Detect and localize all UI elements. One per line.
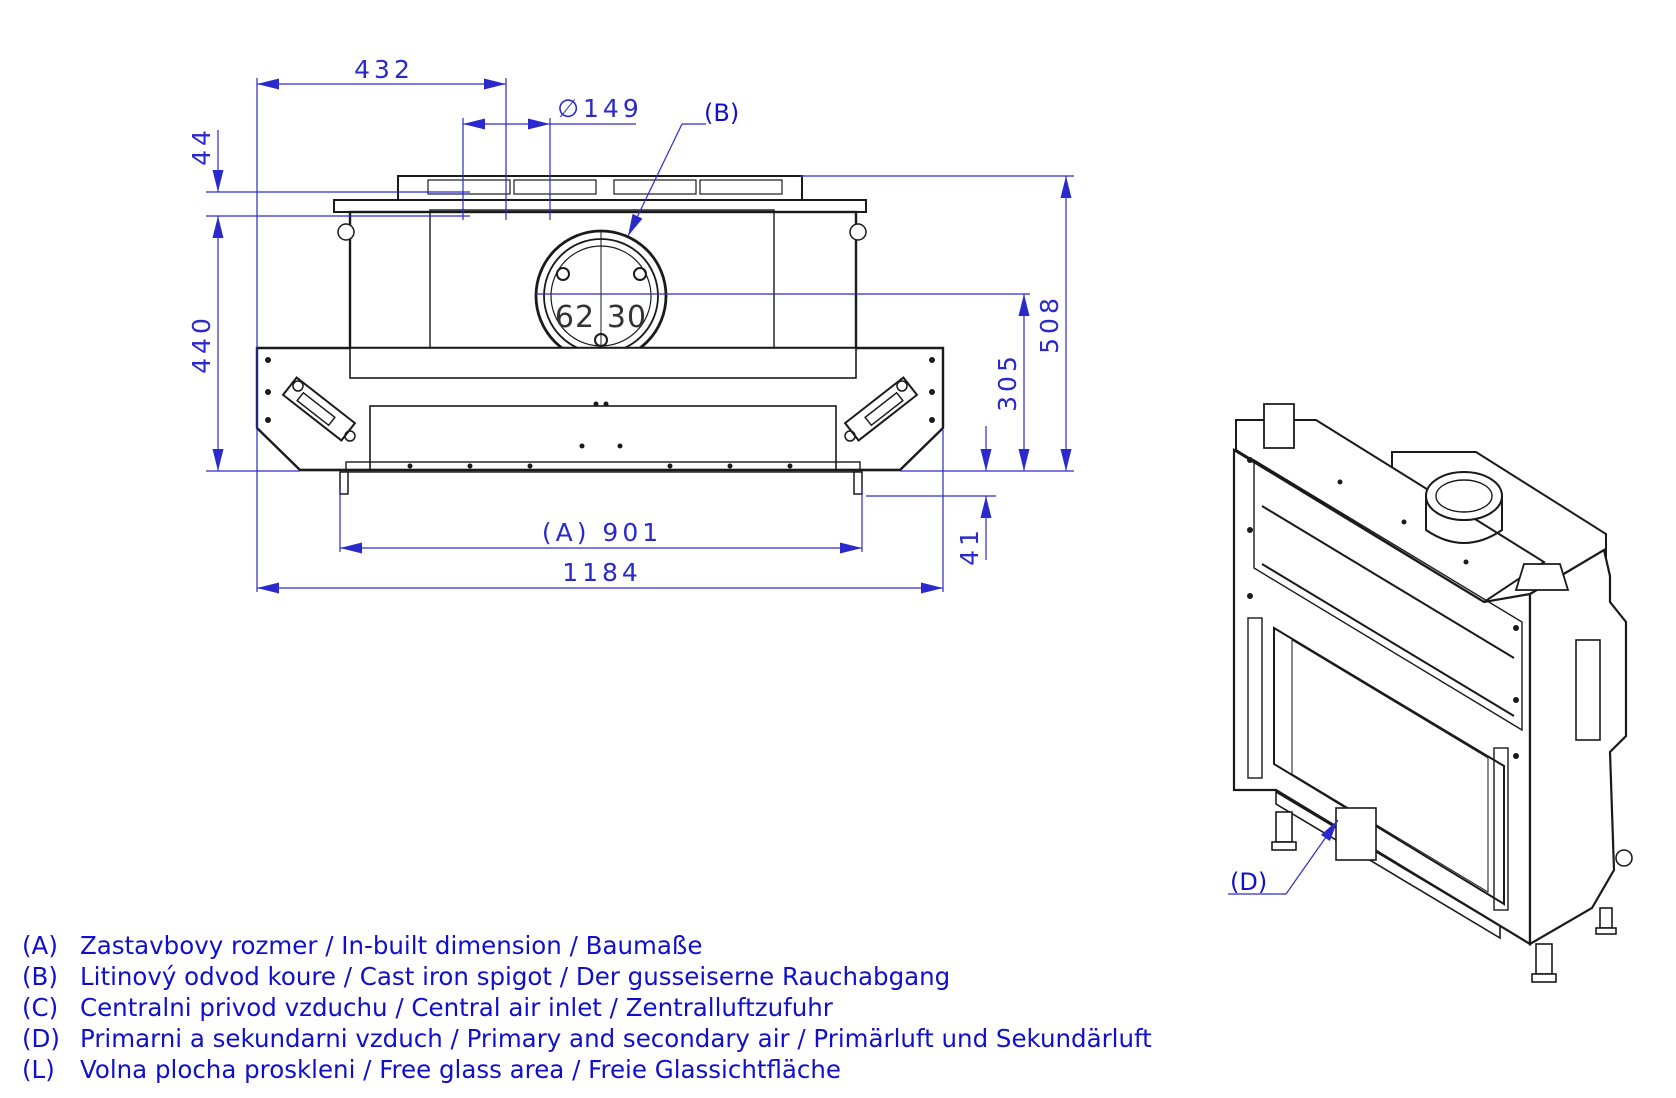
dim-spigot-diameter: ∅149 xyxy=(557,94,643,123)
dim-width-top: 432 xyxy=(354,55,414,84)
spigot-inner-right: 30 xyxy=(607,300,647,335)
spigot-inner-left: 62 xyxy=(555,300,595,335)
right-hinge xyxy=(843,376,919,442)
legend-item-d: (D) Primarni a sekundarni vzduch / Primar… xyxy=(22,1023,1152,1054)
legend-text: Volna plocha proskleni / Free glass area… xyxy=(80,1055,841,1084)
legend-text: Litinový odvod koure / Cast iron spigot … xyxy=(80,962,951,991)
dim-height-left: 440 xyxy=(187,314,216,374)
legend: (A) Zastavbovy rozmer / In-built dimensio… xyxy=(22,930,1152,1085)
dim-height-right: 508 xyxy=(1035,294,1064,354)
legend-key: (L) xyxy=(22,1055,55,1084)
dim-offset-top: 44 xyxy=(187,126,216,166)
dim-inbuilt-width: (A) 901 xyxy=(542,518,662,547)
dim-height-center: 305 xyxy=(993,352,1022,412)
legend-item-l: (L) Volna plocha proskleni / Free glass a… xyxy=(22,1054,1152,1085)
callout-b-label: (B) xyxy=(704,99,739,127)
callout-b: (B) xyxy=(627,99,739,237)
legend-key: (D) xyxy=(22,1024,60,1053)
legend-text: Zastavbovy rozmer / In-built dimension /… xyxy=(80,931,703,960)
callout-d-label: (D) xyxy=(1230,868,1267,896)
legend-key: (C) xyxy=(22,993,59,1022)
legend-key: (B) xyxy=(22,962,58,991)
isometric-view xyxy=(1232,403,1633,983)
dim-feet-height: 41 xyxy=(955,526,984,566)
callout-d: (D) xyxy=(1228,819,1339,896)
legend-item-a: (A) Zastavbovy rozmer / In-built dimensio… xyxy=(22,930,1152,961)
top-view: 62 30 xyxy=(255,175,945,495)
legend-key: (A) xyxy=(22,931,58,960)
legend-text: Centralni privod vzduchu / Central air i… xyxy=(80,993,833,1022)
legend-item-c: (C) Centralni privod vzduchu / Central ai… xyxy=(22,992,1152,1023)
dim-total-width: 1184 xyxy=(562,558,642,587)
dimension-lines: 432 ∅149 44 440 305 508 41 (A) 901 1184 xyxy=(187,55,1074,594)
legend-text: Primarni a sekundarni vzduch / Primary a… xyxy=(80,1024,1152,1053)
left-hinge xyxy=(281,376,357,442)
legend-item-b: (B) Litinový odvod koure / Cast iron spig… xyxy=(22,961,1152,992)
